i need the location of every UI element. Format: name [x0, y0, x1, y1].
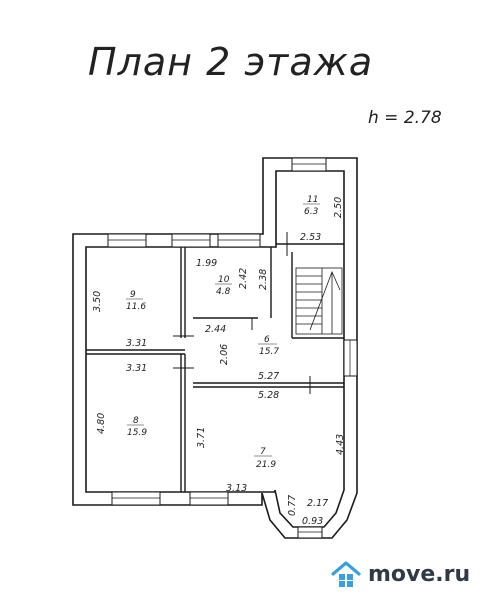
- outer-wall-line: [72, 157, 358, 539]
- room-9-number: 9: [130, 290, 136, 300]
- window-room9-top: [107, 233, 147, 248]
- dim-0-93: 0.93: [302, 516, 323, 527]
- dim-5-28: 5.28: [258, 390, 279, 401]
- window-room11-top: [291, 157, 327, 172]
- dim-4-80: 4.80: [96, 413, 107, 434]
- inner-wall-line: [85, 170, 345, 528]
- window-bay-center: [297, 526, 323, 539]
- dim-2-53: 2.53: [300, 232, 321, 243]
- stair-frame: [295, 267, 343, 335]
- dim-2-42: 2.42: [238, 268, 249, 289]
- room-11-area: 6.3: [304, 207, 319, 217]
- room-8-area: 15.9: [127, 428, 147, 438]
- window-room7-bottom: [189, 491, 229, 506]
- room-11-number: 11: [307, 195, 318, 205]
- stair-arrow: [309, 270, 341, 331]
- dim-1-99: 1.99: [196, 258, 217, 269]
- dim-2-38: 2.38: [258, 269, 269, 290]
- room-10-area: 4.8: [216, 287, 231, 297]
- room-6-area: 15.7: [259, 347, 279, 357]
- window-room10-top: [217, 233, 261, 248]
- dim-2-44: 2.44: [205, 324, 226, 335]
- dim-2-17: 2.17: [307, 498, 328, 509]
- dim-5-27: 5.27: [258, 371, 279, 382]
- window-right-wall: [343, 339, 358, 377]
- room-10-number: 10: [218, 275, 230, 285]
- window-room8-bottom: [111, 491, 161, 506]
- plan-title: План 2 этажа: [88, 40, 374, 84]
- interior-walls: [86, 243, 344, 492]
- dim-3-71: 3.71: [196, 427, 207, 448]
- dim-3-13: 3.13: [226, 483, 247, 494]
- brand-logo: move.ru: [330, 560, 470, 588]
- exterior-walls: [72, 157, 358, 539]
- ceiling-height-label: h = 2.78: [368, 108, 442, 128]
- windows: [107, 157, 358, 539]
- room-labels: 11 6.3 10 4.8 9 11.6 6 15.7 8 15.9 7 21.…: [126, 195, 320, 470]
- room-7-number: 7: [260, 447, 266, 457]
- window-panes: [108, 163, 351, 533]
- dim-3-31-bottom: 3.31: [126, 363, 147, 374]
- dim-4-43: 4.43: [335, 434, 346, 455]
- room-7-area: 21.9: [256, 460, 276, 470]
- dim-3-50: 3.50: [92, 291, 103, 312]
- room-9-area: 11.6: [126, 302, 146, 312]
- doors: [173, 232, 311, 394]
- dimension-labels: 2.50 2.53 1.99 2.42 2.38 3.50 2.44 3.31 …: [92, 197, 346, 527]
- room-6-number: 6: [264, 335, 270, 345]
- dim-2-06: 2.06: [219, 344, 230, 365]
- dim-0-77: 0.77: [287, 495, 298, 516]
- house-icon: [331, 561, 361, 587]
- room-8-number: 8: [133, 416, 139, 426]
- window-room9-top-b: [171, 233, 211, 248]
- dim-2-50: 2.50: [333, 197, 344, 218]
- dim-3-31-top: 3.31: [126, 338, 147, 349]
- brand-name: move.ru: [368, 561, 471, 587]
- staircase: [295, 267, 343, 335]
